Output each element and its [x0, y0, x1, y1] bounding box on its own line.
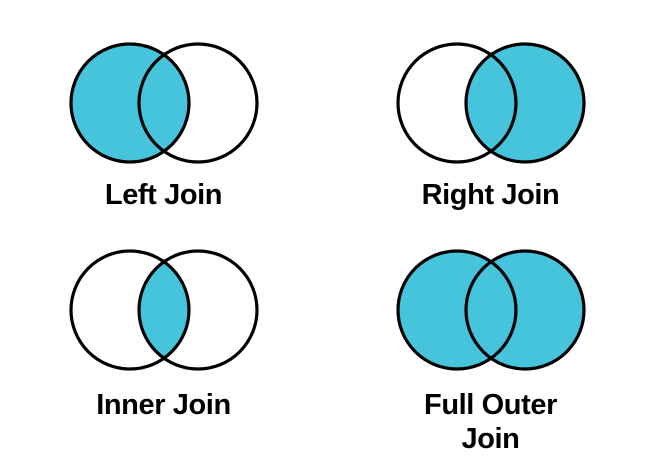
- panel-caption-left-join: Left Join: [104, 179, 223, 211]
- panel-caption-inner-join: Inner Join: [96, 389, 231, 421]
- panel-caption-full-outer-join: Full Outer Join: [424, 389, 557, 455]
- right-circle-outline: [463, 42, 586, 164]
- right-circle-outline: [136, 42, 259, 164]
- left-circle-fill: [70, 44, 189, 162]
- right-circle-outline: [463, 249, 586, 371]
- panel-right-join: Right Join: [327, 0, 654, 237]
- right-circle-outline: [136, 249, 259, 371]
- left-circle-outline: [395, 249, 518, 371]
- venn-diagram-right-join: [395, 42, 586, 164]
- overlap-fill: [138, 251, 189, 369]
- left-circle-outline: [68, 42, 191, 164]
- right-circle-fill: [465, 44, 584, 162]
- panel-full-outer-join: Full Outer Join: [327, 237, 654, 474]
- left-circle-outline: [395, 42, 518, 164]
- left-circle-outline: [68, 249, 191, 371]
- venn-diagram-full-outer-join: [395, 249, 586, 371]
- venn-diagram-inner-join: [68, 249, 259, 371]
- panel-inner-join: Inner Join: [0, 237, 327, 474]
- venn-diagram-left-join: [68, 42, 259, 164]
- panel-caption-right-join: Right Join: [421, 179, 560, 211]
- overlap-fill-group: [138, 251, 189, 369]
- right-circle-fill: [465, 251, 584, 369]
- panel-left-join: Left Join: [0, 0, 327, 237]
